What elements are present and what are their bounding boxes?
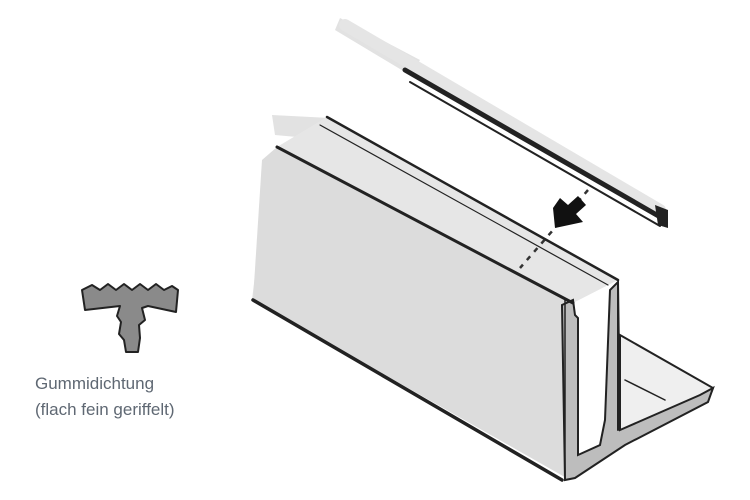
arrow-down-left-icon — [553, 196, 586, 228]
seal-caption-title: Gummidichtung — [35, 374, 155, 393]
profile-edges — [251, 115, 666, 482]
seal-caption-subtitle: (flach fein geriffelt) — [35, 400, 175, 419]
seal-strip — [339, 19, 668, 228]
insertion-arrow — [519, 189, 589, 269]
profile-top-lip — [277, 117, 618, 303]
profile-front-face — [253, 147, 573, 480]
rubber-seal-section-icon — [81, 283, 179, 353]
